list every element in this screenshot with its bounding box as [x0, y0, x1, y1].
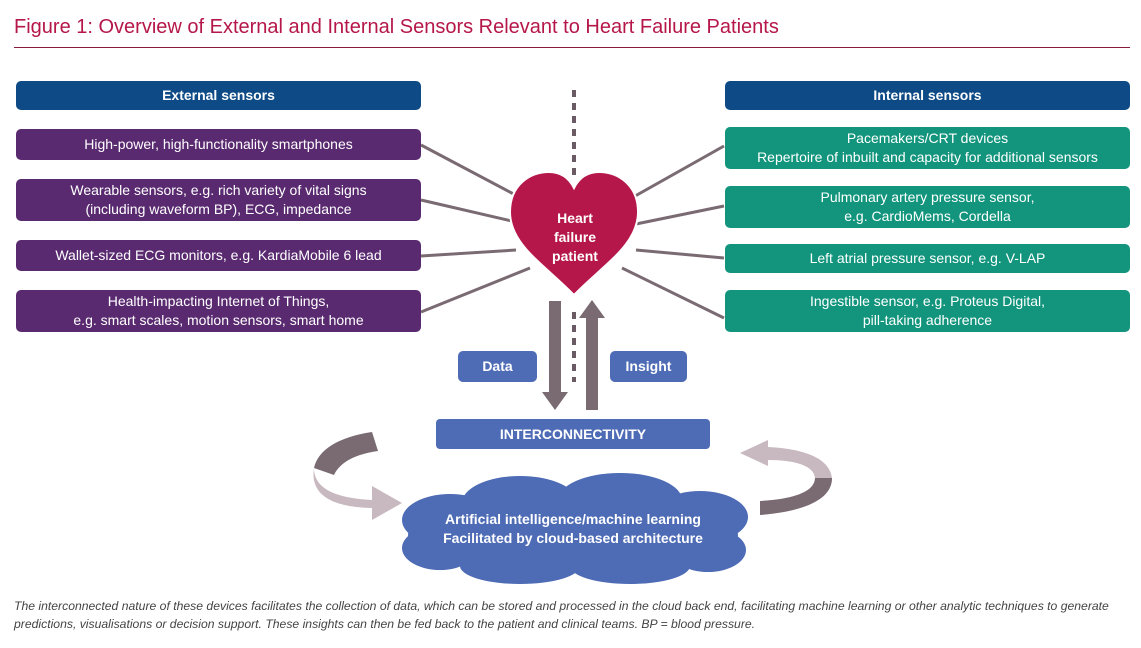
right-cycle-arrow-shade — [760, 478, 832, 515]
internal-sensors-header: Internal sensors — [725, 81, 1130, 110]
heart-shape — [508, 170, 640, 297]
insight-label: Insight — [610, 351, 687, 382]
connector-lines — [420, 143, 725, 320]
connector-line — [635, 248, 725, 260]
internal-sensor-pacemakers: Pacemakers/CRT devices Repertoire of inb… — [725, 127, 1130, 169]
right-cycle-arrowhead — [740, 440, 768, 466]
internal-sensor-ingestible: Ingestible sensor, e.g. Proteus Digital,… — [725, 290, 1130, 332]
data-arrow — [542, 301, 568, 410]
title-divider — [14, 47, 1130, 48]
connector-line — [420, 143, 526, 202]
external-sensor-smartphones: High-power, high-functionality smartphon… — [16, 129, 421, 160]
left-cycle-arrowhead — [313, 468, 402, 520]
external-sensor-wearables: Wearable sensors, e.g. rich variety of v… — [16, 179, 421, 221]
cloud-shape — [402, 473, 748, 584]
data-label: Data — [458, 351, 537, 382]
heart-label: Heart failure patient — [552, 210, 598, 264]
connector-line — [420, 198, 517, 224]
external-sensor-ecg-monitors: Wallet-sized ECG monitors, e.g. KardiaMo… — [16, 240, 421, 271]
external-sensor-iot: Health-impacting Internet of Things, e.g… — [16, 290, 421, 332]
figure-caption: The interconnected nature of these devic… — [14, 599, 1109, 631]
insight-arrow — [579, 300, 605, 410]
connector-line — [420, 248, 517, 258]
connector-line — [621, 266, 725, 320]
interconnectivity-box: INTERCONNECTIVITY — [436, 419, 710, 449]
left-cycle-arrow — [314, 432, 378, 475]
internal-sensor-left-atrial: Left atrial pressure sensor, e.g. V-LAP — [725, 244, 1130, 273]
cloud-label: Artificial intelligence/machine learning… — [443, 511, 703, 546]
internal-sensor-pulmonary-artery: Pulmonary artery pressure sensor, e.g. C… — [725, 186, 1130, 228]
external-sensors-header: External sensors — [16, 81, 421, 110]
connector-line — [635, 204, 725, 226]
figure-title: Figure 1: Overview of External and Inter… — [14, 16, 779, 38]
connector-line — [420, 266, 531, 314]
connector-line — [627, 144, 725, 202]
